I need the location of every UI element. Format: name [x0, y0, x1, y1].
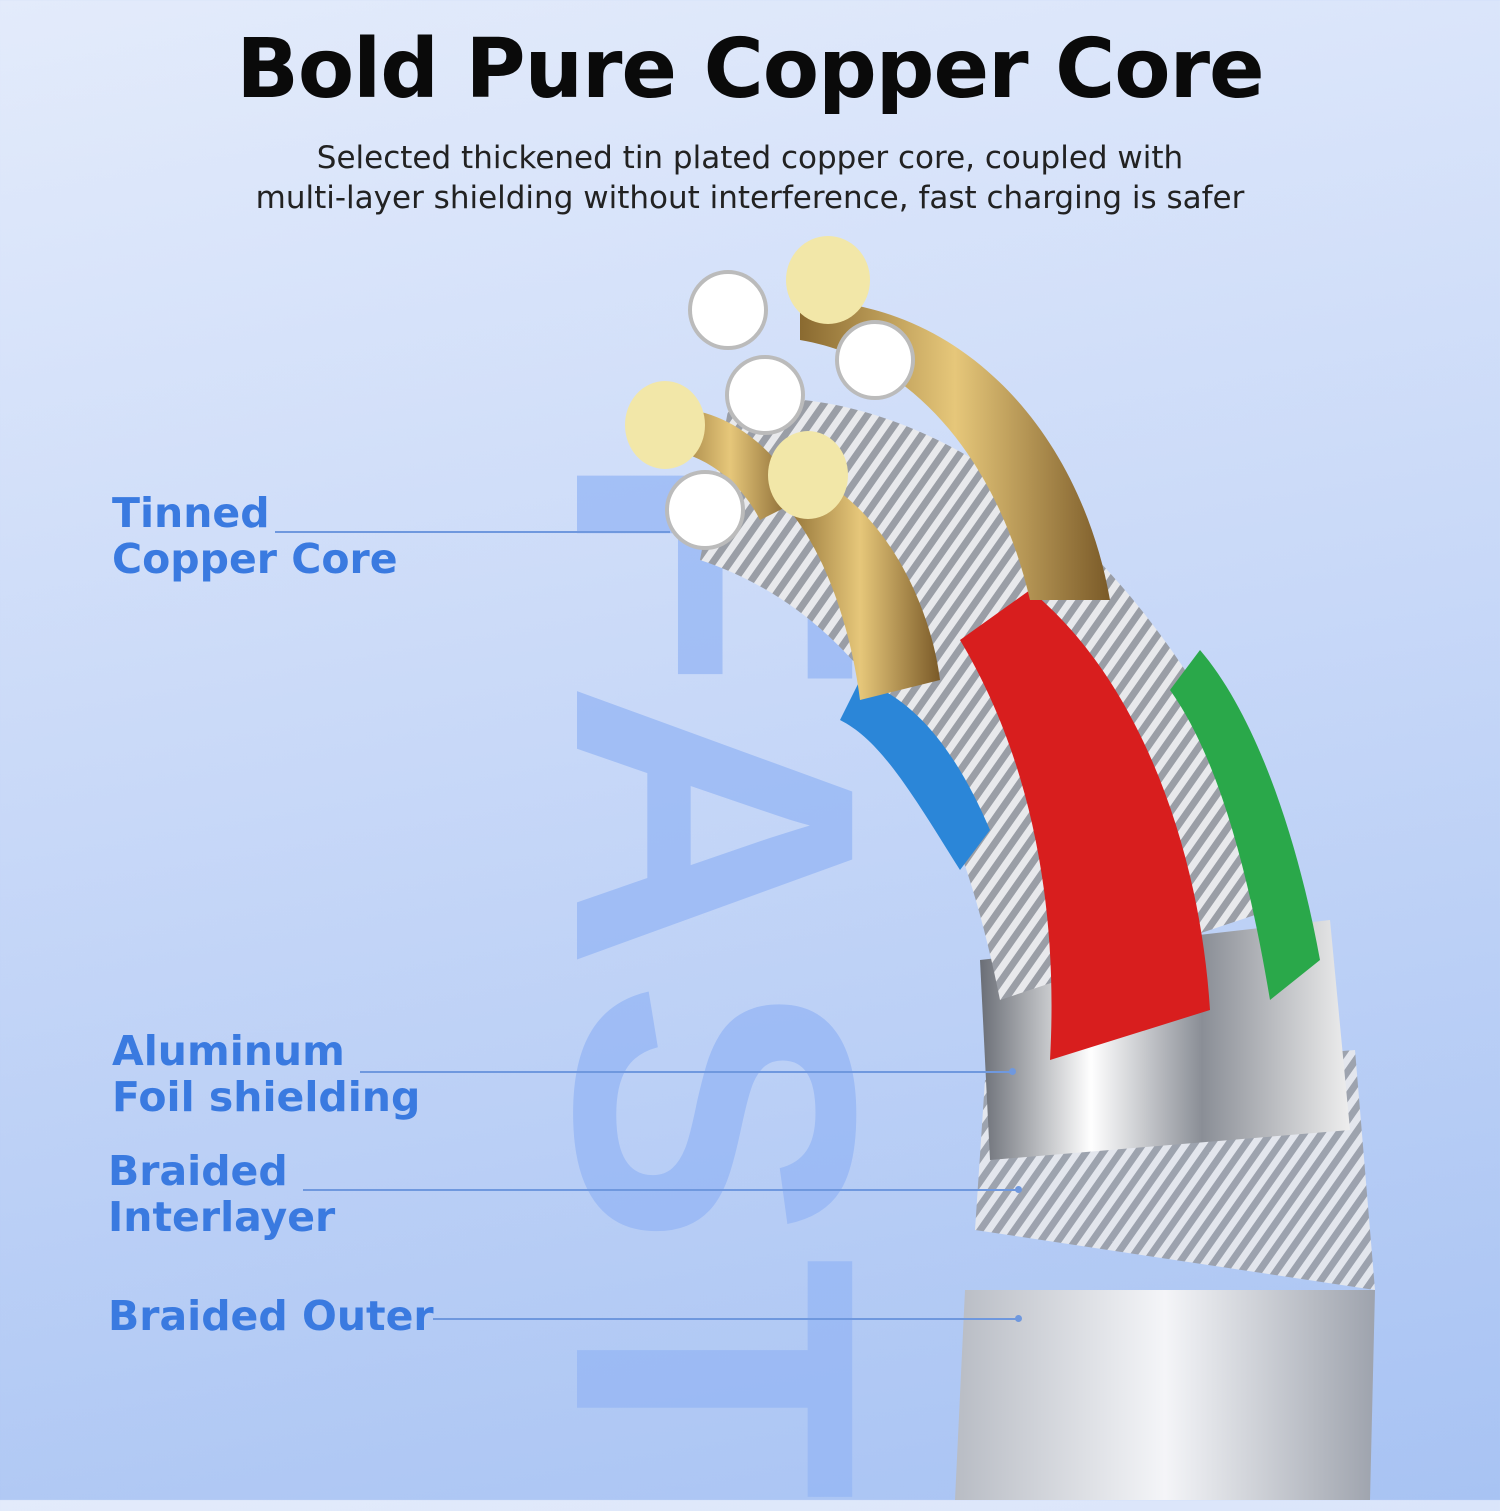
label-line: Aluminum [112, 1027, 345, 1075]
tinned-strand-end [725, 355, 805, 435]
tinned-strand-end [665, 470, 745, 550]
copper-core-end [625, 381, 705, 469]
leader-line [303, 1189, 1018, 1191]
blue-wire [840, 680, 990, 870]
label-line: Foil shielding [112, 1073, 421, 1121]
leader-line [275, 531, 670, 533]
label-line: Tinned [112, 489, 270, 537]
label-line: Copper Core [112, 535, 398, 583]
label-braided-outer: Braided Outer [108, 1293, 434, 1339]
copper-core-end [786, 236, 870, 324]
copper-core-end [768, 431, 848, 519]
gold-wire-2 [780, 470, 940, 700]
subtitle-line-2: multi-layer shielding without interferen… [255, 180, 1245, 216]
leader-dot [1009, 1068, 1016, 1075]
red-wire [960, 590, 1210, 1060]
leader-line [433, 1318, 1018, 1320]
green-wire [1170, 650, 1320, 1000]
leader-line [360, 1071, 1012, 1073]
gold-wire-1 [800, 300, 1110, 600]
leader-dot [1015, 1315, 1022, 1322]
tinned-strand-end [688, 270, 768, 350]
braided-outer [955, 1290, 1375, 1500]
tinned-strand-end [835, 320, 915, 400]
label-line: Braided [108, 1147, 288, 1195]
subtitle: Selected thickened tin plated copper cor… [0, 138, 1500, 218]
leader-dot [1015, 1186, 1022, 1193]
page-title: Bold Pure Copper Core [236, 22, 1264, 117]
label-line: Interlayer [108, 1193, 336, 1241]
subtitle-line-1: Selected thickened tin plated copper cor… [316, 140, 1184, 176]
label-line: Braided Outer [108, 1292, 434, 1340]
